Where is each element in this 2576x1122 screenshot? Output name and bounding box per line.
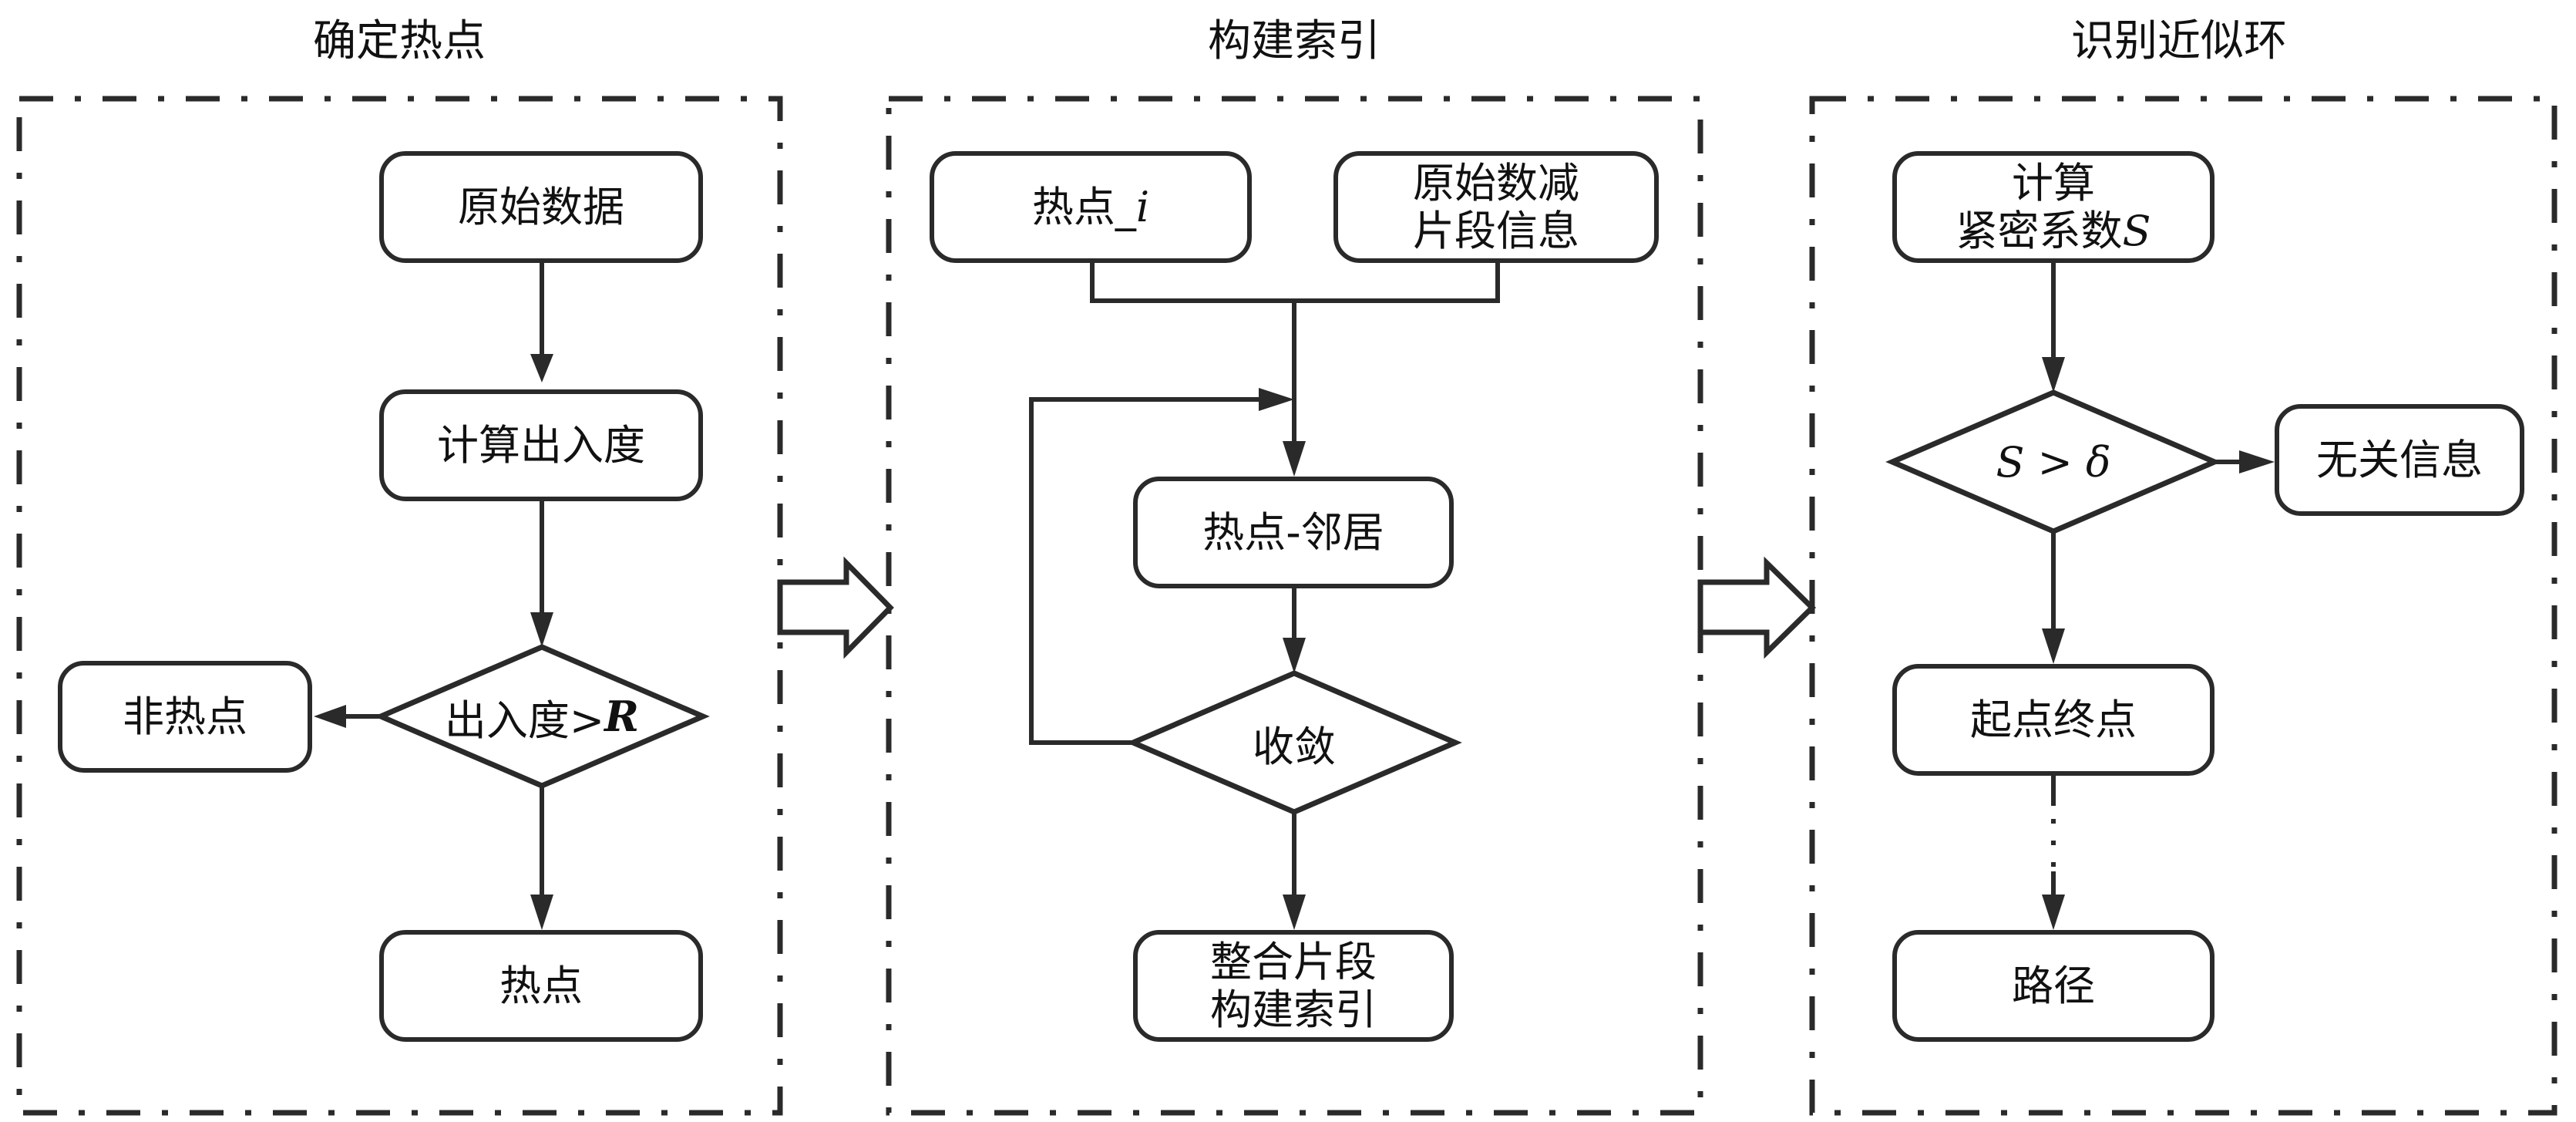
stage-arrow-1-icon	[777, 556, 894, 659]
node-start-end[interactable]: 起点终点	[1892, 664, 2214, 776]
decision-operator: >	[2024, 437, 2087, 487]
decision-degree[interactable]: 出入度>R	[381, 686, 703, 747]
node-compute-degree[interactable]: 计算出入度	[379, 389, 703, 501]
node-irrelevant-info[interactable]: 无关信息	[2275, 404, 2524, 516]
node-label: 无关信息	[2316, 435, 2483, 484]
node-raw-data[interactable]: 原始数据	[379, 151, 703, 263]
arrowhead-icon	[1283, 638, 1306, 673]
decision-variable: R	[604, 692, 640, 741]
decision-converge-shape	[1126, 670, 1462, 815]
node-build-index[interactable]: 整合片段 构建索引	[1133, 930, 1454, 1042]
arrowhead-icon	[314, 705, 346, 728]
node-label-line1: 计算	[2012, 158, 2095, 207]
node-path[interactable]: 路径	[1892, 930, 2214, 1042]
decision-label: 收敛	[1253, 722, 1336, 771]
node-label: 原始数据	[458, 182, 624, 231]
decision-right: δ	[2086, 437, 2111, 487]
node-variable: S	[2122, 206, 2151, 255]
arrowhead-icon	[2042, 628, 2065, 664]
node-label: 热点_	[1031, 182, 1136, 231]
edge-merge-inputs	[1090, 263, 1500, 303]
decision-degree-shape	[374, 644, 710, 789]
node-non-hotspot[interactable]: 非热点	[58, 661, 312, 773]
node-hotspot-i[interactable]: 热点_i	[930, 151, 1252, 263]
decision-left: S	[1996, 437, 2025, 487]
stage-arrow-2-icon	[1697, 556, 1816, 659]
node-label: 起点终点	[1970, 695, 2137, 744]
decision-tightness-shape	[1885, 389, 2221, 534]
node-compute-tightness[interactable]: 计算 紧密系数S	[1892, 151, 2214, 263]
node-label: 路径	[2012, 961, 2095, 1010]
node-label-line2: 构建索引	[1210, 985, 1377, 1034]
node-label: 热点-邻居	[1202, 507, 1384, 557]
panel-title-loop: 识别近似环	[2071, 16, 2287, 66]
node-variable: i	[1135, 182, 1150, 231]
arrowhead-icon	[1283, 895, 1306, 930]
decision-tightness[interactable]: S > δ	[1892, 431, 2214, 493]
arrowhead-icon	[1283, 441, 1306, 477]
arrowhead-icon	[530, 612, 553, 647]
node-label-line2: 紧密系数	[1956, 206, 2123, 255]
decision-converge[interactable]: 收敛	[1133, 712, 1455, 773]
node-label: 热点	[499, 961, 583, 1010]
arrowhead-icon	[2239, 450, 2275, 473]
arrowhead-icon	[530, 354, 553, 382]
node-label: 计算出入度	[437, 420, 645, 470]
node-label-line1: 原始数减	[1413, 158, 1579, 207]
node-segment-info[interactable]: 原始数减 片段信息	[1333, 151, 1659, 263]
arrowhead-icon	[530, 895, 553, 930]
arrowhead-icon	[2042, 895, 2065, 930]
edge-loop-back	[1029, 397, 1261, 745]
arrowhead-icon	[1259, 388, 1294, 411]
node-label-line1: 整合片段	[1210, 937, 1377, 986]
node-label-line2: 片段信息	[1413, 206, 1579, 255]
panel-title-hotspot: 确定热点	[313, 16, 486, 66]
node-hotspot-neighbor[interactable]: 热点-邻居	[1133, 477, 1454, 588]
decision-label: 出入度>	[444, 696, 605, 745]
node-hotspot[interactable]: 热点	[379, 930, 703, 1042]
node-label: 非热点	[123, 692, 247, 741]
panel-title-index: 构建索引	[1208, 16, 1380, 66]
arrowhead-icon	[2042, 357, 2065, 393]
